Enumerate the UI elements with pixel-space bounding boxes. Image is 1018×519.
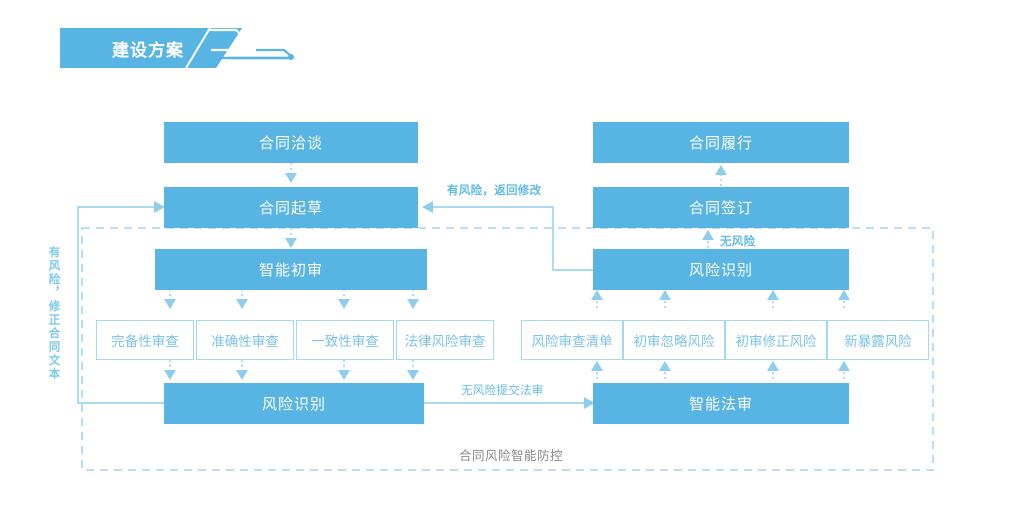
connector-side-loop — [77, 201, 165, 404]
edge-label-no-risk: 无风险 — [720, 234, 756, 248]
chip-label: 完备性审查 — [111, 334, 179, 350]
chip-newly-exposed-risk[interactable]: 新暴露风险 — [827, 320, 929, 360]
box-label: 合同起草 — [258, 199, 323, 217]
region-caption: 合同风险智能防控 — [459, 448, 564, 463]
box-contract-negotiation[interactable]: 合同洽谈 — [164, 122, 418, 163]
chip-first-review-missed[interactable]: 初审忽略风险 — [623, 320, 725, 360]
chip-first-review-fixed[interactable]: 初审修正风险 — [725, 320, 827, 360]
chip-label: 初审忽略风险 — [633, 334, 715, 350]
connector-return-for-revision — [422, 201, 593, 271]
edge-label-submit-no-risk: 无风险提交法审 — [461, 383, 544, 397]
banner-shape — [60, 28, 294, 68]
chip-completeness-check[interactable]: 完备性审查 — [96, 320, 194, 360]
box-smart-legal-review[interactable]: 智能法审 — [593, 383, 849, 424]
box-label: 智能初审 — [258, 261, 323, 279]
chip-accuracy-check[interactable]: 准确性审查 — [196, 320, 294, 360]
box-smart-first-review[interactable]: 智能初审 — [155, 249, 427, 290]
section-banner: 建设方案 — [60, 28, 320, 68]
box-label: 智能法审 — [688, 395, 753, 413]
chip-label: 一致性审查 — [311, 334, 379, 350]
box-label: 合同履行 — [688, 134, 753, 152]
box-label: 合同洽谈 — [258, 134, 323, 152]
banner-title: 建设方案 — [112, 40, 184, 61]
box-contract-performance[interactable]: 合同履行 — [593, 122, 849, 163]
box-contract-signing[interactable]: 合同签订 — [593, 187, 849, 228]
chip-label: 新暴露风险 — [844, 334, 912, 350]
chip-risk-review-list[interactable]: 风险审查清单 — [521, 320, 623, 360]
box-label: 风险识别 — [688, 261, 753, 279]
box-contract-drafting[interactable]: 合同起草 — [164, 187, 418, 228]
chip-consistency-check[interactable]: 一致性审查 — [296, 320, 394, 360]
box-risk-identify-right[interactable]: 风险识别 — [593, 249, 849, 290]
edge-label-side-loop: 有风险，修正合同文本 — [47, 246, 62, 381]
box-risk-identify-left[interactable]: 风险识别 — [164, 383, 424, 424]
chip-legal-risk-check[interactable]: 法律风险审查 — [396, 320, 494, 360]
chip-label: 准确性审查 — [211, 334, 279, 350]
box-label: 合同签订 — [688, 199, 753, 217]
edge-label-return-for-revision: 有风险，返回修改 — [447, 183, 542, 197]
chip-label: 初审修正风险 — [735, 334, 817, 350]
chip-label: 法律风险审查 — [404, 334, 486, 350]
box-label: 风险识别 — [261, 395, 326, 413]
chip-label: 风险审查清单 — [531, 334, 613, 350]
